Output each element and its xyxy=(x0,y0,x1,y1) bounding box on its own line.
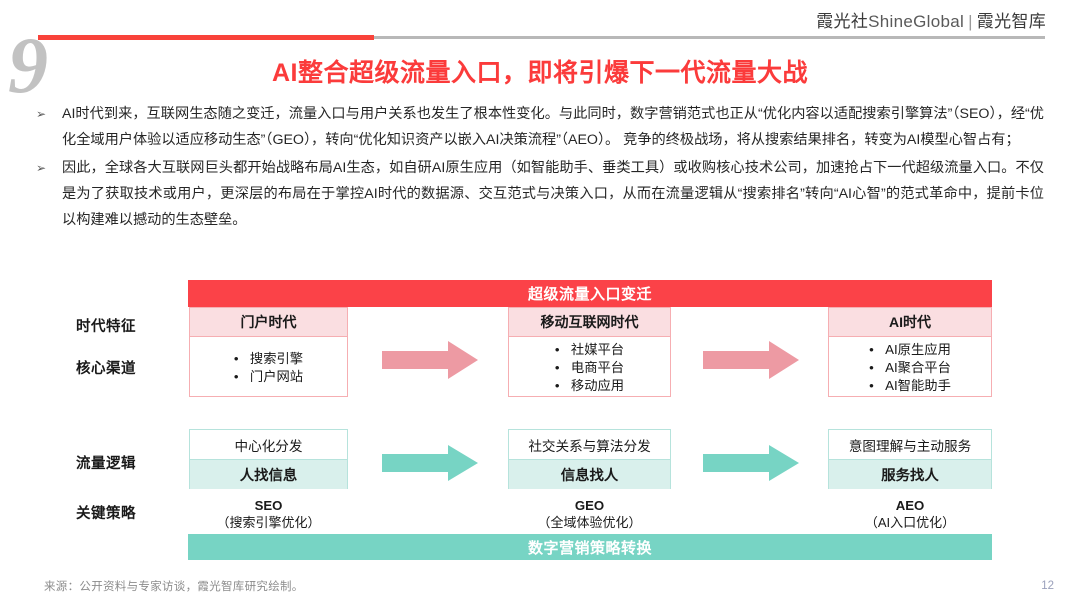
list-item: ➢ 因此，全球各大互联网巨头都开始战略布局AI生态，如自研AI原生应用（如智能助… xyxy=(36,155,1044,233)
strategy-sub-3: （AI入口优化） xyxy=(864,515,956,530)
channel-list-1: 搜索引擎 门户网站 xyxy=(190,337,347,398)
arrow-right-teal-2 xyxy=(703,445,799,481)
row-label-strategy: 关键策略 xyxy=(76,506,136,522)
strategy-code-3: AEO xyxy=(895,498,925,513)
header-rule-gray xyxy=(38,36,1045,39)
logic-top-2: 社交关系与算法分发 xyxy=(509,430,670,460)
era-title-2: 移动互联网时代 xyxy=(509,308,670,337)
list-item: 移动应用 xyxy=(555,377,624,395)
brand-logo: 霞光社ShineGlobal|霞光智库 xyxy=(816,7,1046,32)
strategy-code-1: SEO xyxy=(254,498,283,513)
era-title-1: 门户时代 xyxy=(190,308,347,337)
strategy-code-2: GEO xyxy=(574,498,605,513)
bullet-marker-icon: ➢ xyxy=(36,161,47,175)
row-label-logic: 流量逻辑 xyxy=(76,456,136,472)
list-item: 电商平台 xyxy=(555,359,624,377)
era-card-2: 移动互联网时代 社媒平台 电商平台 移动应用 xyxy=(508,307,671,397)
bullet-list: ➢ AI时代到来，互联网生态随之变迁，流量入口与用户关系也发生了根本性变化。与此… xyxy=(36,101,1044,235)
bullet-marker-icon: ➢ xyxy=(36,107,47,121)
list-item: 社媒平台 xyxy=(555,341,624,359)
page-number: 12 xyxy=(1041,580,1054,592)
strategy-sub-1: （搜索引擎优化） xyxy=(216,515,321,530)
brand-en: ShineGlobal xyxy=(868,12,965,31)
brand-cn-left: 霞光社 xyxy=(816,12,869,31)
header-rule-red xyxy=(38,35,374,40)
logic-bottom-1: 人找信息 xyxy=(190,460,347,489)
logic-bottom-3: 服务找人 xyxy=(829,460,991,489)
list-item: AI聚合平台 xyxy=(869,359,951,377)
list-item: AI智能助手 xyxy=(869,377,951,395)
list-item: AI原生应用 xyxy=(869,341,951,359)
logic-card-1: 中心化分发 人找信息 xyxy=(189,429,348,489)
list-item: 搜索引擎 xyxy=(234,350,303,368)
logic-card-3: 意图理解与主动服务 服务找人 xyxy=(828,429,992,489)
era-title-3: AI时代 xyxy=(829,308,991,337)
channel-list-2: 社媒平台 电商平台 移动应用 xyxy=(509,337,670,398)
diagram-bottom-banner: 数字营销策略转换 xyxy=(188,534,992,560)
era-card-1: 门户时代 搜索引擎 门户网站 xyxy=(189,307,348,397)
brand-cn-right: 霞光智库 xyxy=(976,12,1046,31)
logic-top-1: 中心化分发 xyxy=(190,430,347,460)
logic-card-2: 社交关系与算法分发 信息找人 xyxy=(508,429,671,489)
brand-separator: | xyxy=(968,12,973,31)
strategy-3: AEO （AI入口优化） xyxy=(828,497,992,531)
strategy-2: GEO （全域体验优化） xyxy=(508,497,671,531)
strategy-1: SEO （搜索引擎优化） xyxy=(189,497,348,531)
channel-list-3: AI原生应用 AI聚合平台 AI智能助手 xyxy=(829,337,991,398)
arrow-right-teal-1 xyxy=(382,445,478,481)
logic-bottom-2: 信息找人 xyxy=(509,460,670,489)
arrow-right-pink-1 xyxy=(382,341,478,379)
arrow-right-pink-2 xyxy=(703,341,799,379)
era-card-3: AI时代 AI原生应用 AI聚合平台 AI智能助手 xyxy=(828,307,992,397)
bullet-text: AI时代到来，互联网生态随之变迁，流量入口与用户关系也发生了根本性变化。与此同时… xyxy=(62,106,1044,148)
list-item: ➢ AI时代到来，互联网生态随之变迁，流量入口与用户关系也发生了根本性变化。与此… xyxy=(36,101,1044,153)
source-note: 来源：公开资料与专家访谈，霞光智库研究绘制。 xyxy=(44,581,304,593)
page-title: AI整合超级流量入口，即将引爆下一代流量大战 xyxy=(271,59,808,87)
row-label-channel: 核心渠道 xyxy=(76,361,136,377)
diagram-top-banner: 超级流量入口变迁 xyxy=(188,280,992,307)
row-label-era: 时代特征 xyxy=(76,319,136,335)
strategy-sub-2: （全域体验优化） xyxy=(537,515,642,530)
slide-number-watermark: 9 xyxy=(8,22,48,110)
list-item: 门户网站 xyxy=(234,368,303,386)
bullet-text: 因此，全球各大互联网巨头都开始战略布局AI生态，如自研AI原生应用（如智能助手、… xyxy=(62,160,1044,228)
logic-top-3: 意图理解与主动服务 xyxy=(829,430,991,460)
